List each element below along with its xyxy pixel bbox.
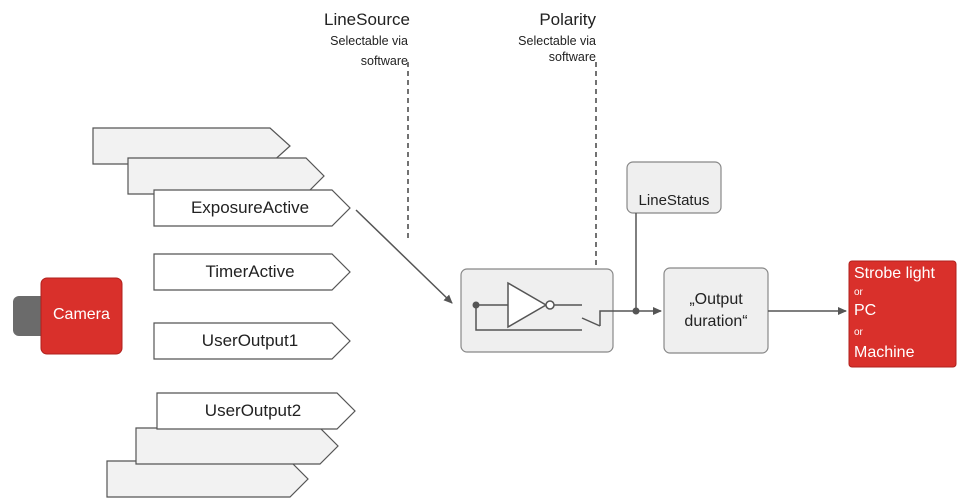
inverter-icon: [507, 281, 548, 329]
output-target-machine: Machine: [854, 344, 915, 361]
signal-arrow-stack-back: [92, 127, 291, 165]
output-target-box: [848, 260, 957, 368]
bypass-line: [475, 305, 582, 331]
signal-arrow-exposureactive[interactable]: [153, 189, 351, 227]
output-target-strobe: Strobe light: [854, 265, 935, 282]
signal-arrow-timeractive[interactable]: [153, 253, 351, 291]
polarity-note-line2: software: [548, 50, 596, 64]
signal-label-useroutput2: UserOutput2: [204, 401, 302, 420]
signal-label-exposureactive: ExposureActive: [190, 198, 310, 217]
signal-arrow-stack-bottom: [106, 460, 309, 498]
signal-arrow-stack-middle: [127, 157, 325, 195]
linesource-note-line1: Selectable via: [330, 34, 408, 48]
signal-label-useroutput1: UserOutput1: [201, 331, 299, 350]
output-duration-line1: „Output: [689, 291, 743, 308]
camera-body[interactable]: [40, 277, 123, 355]
signal-label-timeractive: TimerActive: [205, 262, 295, 281]
signal-arrow-stack-lower: [135, 427, 339, 465]
linestatus-box: [626, 161, 722, 214]
exposure-connector-line: [355, 209, 453, 304]
output-target-or2: or: [854, 327, 863, 338]
signal-arrow-useroutput2[interactable]: [156, 392, 356, 430]
output-target-pc: PC: [854, 302, 877, 319]
switch-icon: [581, 317, 601, 327]
polarity-title: Polarity: [539, 10, 596, 29]
switch-output-line: [599, 310, 636, 326]
polarity-note-line1: Selectable via: [518, 34, 596, 48]
linesource-note-line2: software: [360, 54, 408, 68]
signal-arrow-useroutput1[interactable]: [153, 322, 351, 360]
output-duration-line2: duration“: [684, 313, 748, 330]
output-target-or1: or: [854, 287, 863, 298]
linestatus-label: LineStatus: [638, 192, 710, 209]
linesource-title: LineSource: [323, 10, 410, 29]
inverter-bubble: [545, 300, 555, 310]
camera-connector: [13, 296, 47, 336]
camera-label: Camera: [53, 306, 110, 323]
